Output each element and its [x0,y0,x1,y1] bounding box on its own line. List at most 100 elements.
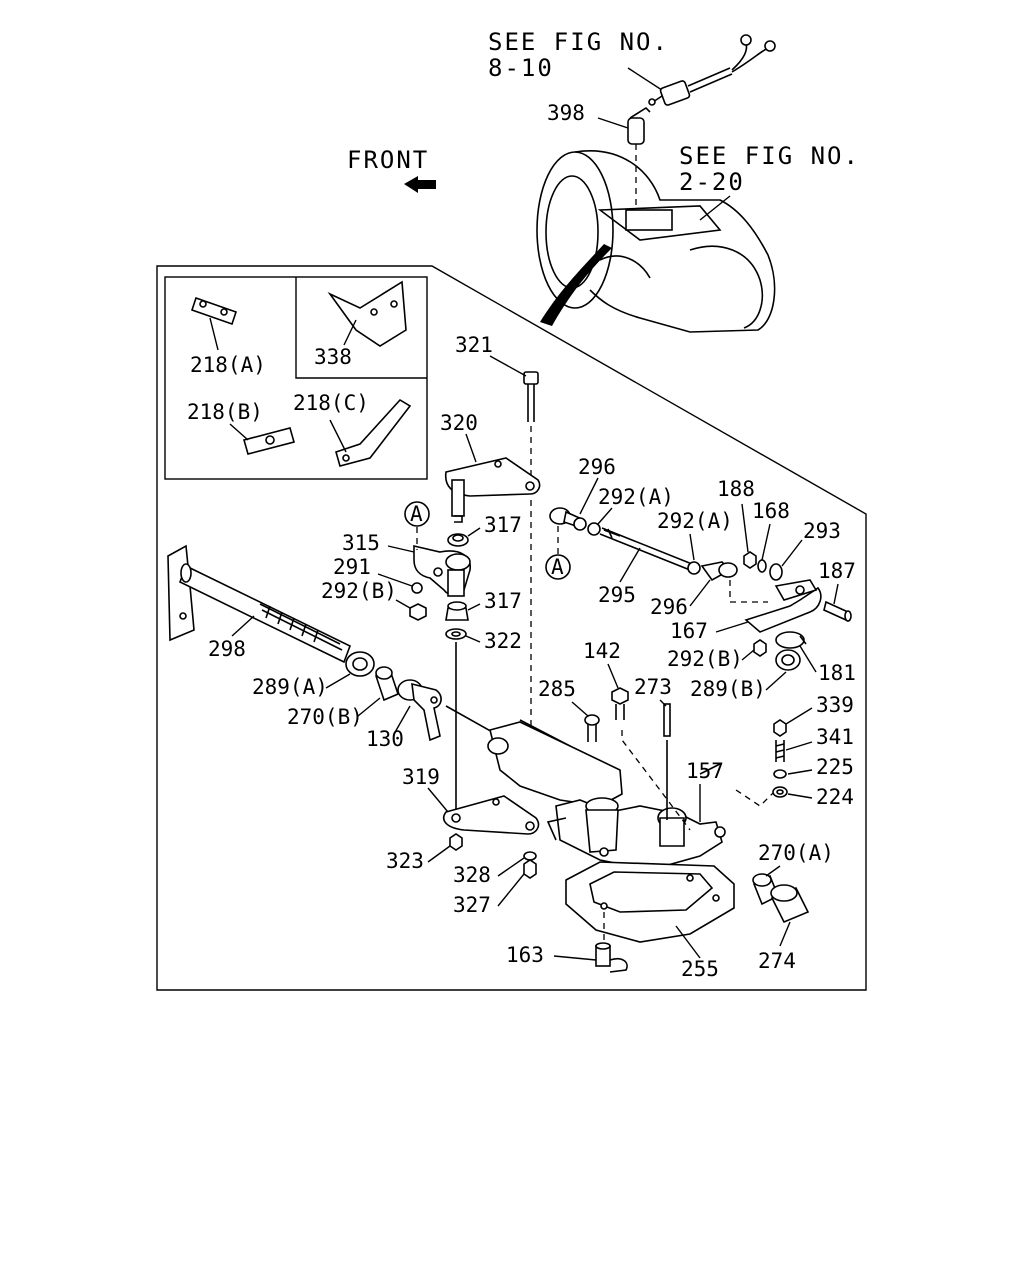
part-224-washer [772,786,788,798]
callout-319: 319 [402,765,440,789]
callout-285: 285 [538,677,576,701]
part-293-washer [769,563,783,581]
part-315-lever [413,544,471,597]
callout-317-upper: 317 [484,513,522,537]
main-frame [156,265,867,991]
part-274-bushing [770,884,810,924]
callout-187: 187 [818,559,856,583]
part-341-stud [775,740,785,762]
front-label: FRONT [347,146,429,174]
callout-298: 298 [208,637,246,661]
ref-fig-2-20-line1: SEE FIG NO. [679,142,860,170]
callout-323: 323 [386,849,424,873]
part-225-washer [773,769,787,779]
callout-273: 273 [634,675,672,699]
part-295-rod [599,527,693,571]
wiring-harness [648,34,776,106]
callout-296-right: 296 [650,595,688,619]
callout-315: 315 [342,531,380,555]
callout-291: 291 [333,555,371,579]
part-181-cover [775,631,807,649]
callout-292b-right: 292(B) [667,647,743,671]
callout-293: 293 [803,519,841,543]
callout-270a: 270(A) [758,841,834,865]
callout-255: 255 [681,957,719,981]
part-292a-nut-right [687,561,701,575]
part-255-base-plate [565,861,735,943]
callout-274: 274 [758,949,796,973]
part-338-bracket [327,280,407,347]
callout-321: 321 [455,333,493,357]
part-328-washer [523,851,537,861]
marker-a-2: A [545,526,571,580]
part-398-switch [627,106,651,214]
callout-292b-left: 292(B) [321,579,397,603]
callout-218b: 218(B) [187,400,263,424]
callout-142: 142 [583,639,621,663]
part-167-lever [730,579,822,633]
part-296-rod-end-right [700,561,738,600]
part-218a-plate [190,296,238,351]
part-292b-nut-right [753,639,767,657]
callout-327: 327 [453,893,491,917]
callout-320: 320 [440,411,478,435]
part-163-pin [595,912,628,973]
part-322-washer [445,628,467,812]
transmission-housing [536,150,776,333]
svg-text:A: A [410,502,423,526]
part-317-bushing-upper [447,533,469,547]
part-218c-bracket [329,398,412,467]
callout-289b: 289(B) [690,677,766,701]
callout-338: 338 [314,345,352,369]
part-168-washer [757,559,767,573]
part-188-nut [743,551,757,569]
part-218b-plate [229,423,295,455]
part-321-bolt [523,371,539,780]
callout-341: 341 [816,725,854,749]
part-298-shaft [167,544,352,664]
callout-292a-left: 292(A) [598,485,674,509]
callout-130: 130 [366,727,404,751]
callout-339: 339 [816,693,854,717]
marker-a-1: A [404,501,430,550]
part-323-nut [449,833,463,851]
part-289b-seal [775,649,801,671]
part-270b-bushing [375,666,399,702]
part-296-rod-end-left [549,507,587,531]
callout-270b: 270(B) [287,705,363,729]
callout-295: 295 [598,583,636,607]
part-285-bolt [584,714,600,742]
part-319-bracket [442,795,540,835]
callout-322: 322 [484,629,522,653]
part-339-nut [773,719,787,737]
part-142-bolt [611,687,629,720]
callout-157: 157 [686,759,724,783]
part-327-nut [523,859,537,879]
callout-292a-right: 292(A) [657,509,733,533]
ref-fig-8-10-line2: 8-10 [488,54,554,82]
part-320-bracket [444,457,541,523]
callout-168: 168 [752,499,790,523]
callout-218a: 218(A) [190,353,266,377]
part-187-pin [823,600,852,622]
callout-181: 181 [818,661,856,685]
inset-box [164,276,428,480]
svg-text:A: A [551,555,564,579]
callout-218c: 218(C) [293,391,369,415]
part-273-pin [663,703,671,820]
callout-289a: 289(A) [252,675,328,699]
front-arrow-icon [404,176,436,193]
callout-317-lower: 317 [484,589,522,613]
callout-224: 224 [816,785,854,809]
part-292a-nut-left [587,522,601,536]
shift-tower-body [445,705,726,873]
ref-fig-8-10-line1: SEE FIG NO. [488,28,669,56]
callout-188: 188 [717,477,755,501]
callout-167: 167 [670,619,708,643]
callout-296-left: 296 [578,455,616,479]
part-317-bushing-lower [445,601,469,621]
callout-163: 163 [506,943,544,967]
part-289a-seal [345,651,375,677]
part-130-lever [397,679,442,742]
